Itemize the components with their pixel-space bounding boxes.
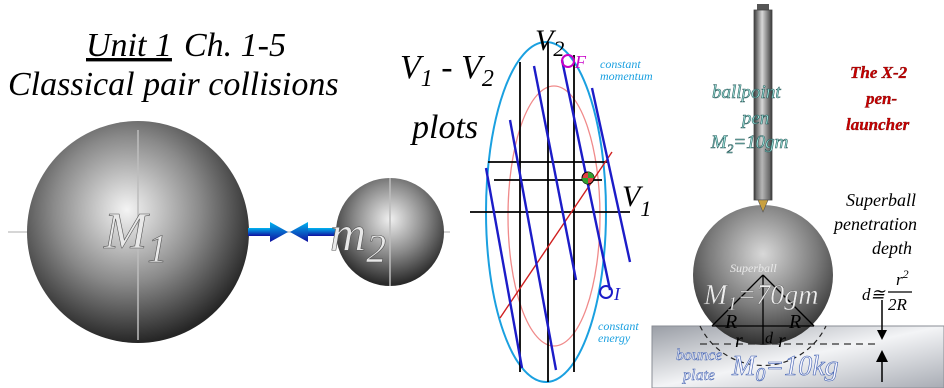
plot-heading: V1 - V2 xyxy=(400,49,494,92)
final-point-marker xyxy=(561,54,575,68)
launcher-title-3: launcher xyxy=(846,115,910,134)
launcher-title-2: pen- xyxy=(864,89,898,108)
depth-arrow-up xyxy=(876,350,888,382)
collision-balls: M1 m2 xyxy=(8,121,450,343)
velocity-arrow-right xyxy=(248,222,288,242)
small-ball-label: m2 xyxy=(330,205,386,271)
superball-tag: Superball xyxy=(730,261,777,275)
v1-axis-label: V1 xyxy=(622,180,651,221)
energy-annotation-1: constant xyxy=(598,319,639,333)
pen-mass: M2=10gm xyxy=(710,132,788,156)
inner-ellipse xyxy=(507,85,601,347)
pen-tip xyxy=(757,199,769,213)
radius-R-left: R xyxy=(724,311,737,333)
plate-label-2: plate xyxy=(682,367,715,384)
momentum-annotation-1: constant xyxy=(600,57,641,71)
title-chapters: Ch. 1-5 xyxy=(184,27,286,64)
pen-launcher: Superball M1=70gm R R r r d The X-2 pen-… xyxy=(651,4,944,388)
title-line2: Classical pair collisions xyxy=(8,66,339,103)
depth-label-3: depth xyxy=(872,238,912,258)
final-point-label: F xyxy=(574,52,587,72)
depth-label-1: Superball xyxy=(846,190,916,210)
big-ball-label: M1 xyxy=(103,203,167,271)
pen-label-2: pen xyxy=(740,108,769,129)
initial-point-marker xyxy=(599,285,613,299)
superball-penetration-arc xyxy=(699,325,827,367)
superball-mass: M1=70gm xyxy=(703,280,818,315)
pen-grip xyxy=(756,145,770,200)
depth-arrow-down xyxy=(877,300,887,340)
radius-R-right: R xyxy=(788,311,801,333)
velocity-arrow-left xyxy=(290,222,336,242)
depth-label-2: penetration xyxy=(832,214,917,234)
center-of-mass-marker xyxy=(581,171,595,185)
depth-d-label: d xyxy=(765,330,774,347)
radius-r-left: r xyxy=(735,330,743,352)
depth-formula-num: r2 xyxy=(896,267,909,289)
launcher-title-1: The X-2 xyxy=(850,63,908,82)
pen-cap xyxy=(757,4,769,12)
energy-annotation-2: energy xyxy=(598,331,631,345)
title-unit: Unit 1 xyxy=(86,27,172,64)
radius-r-right: r xyxy=(778,330,786,352)
v2-axis-label: V2 xyxy=(535,24,564,61)
plate-label-1: bounce xyxy=(676,347,722,364)
penetration-geometry xyxy=(711,274,815,344)
momentum-annotation-2: momentum xyxy=(600,69,653,83)
v1-v2-plot: V1 - V2 plots V2 xyxy=(400,24,653,383)
plate-mass: M0=10kg xyxy=(731,351,839,386)
depth-formula-lhs: d≅ xyxy=(862,285,886,304)
initial-point-label: I xyxy=(613,284,621,304)
pen-label-1: ballpoint xyxy=(712,82,781,103)
depth-formula-den: 2R xyxy=(888,295,908,314)
plot-heading-line2: plots xyxy=(410,109,478,146)
